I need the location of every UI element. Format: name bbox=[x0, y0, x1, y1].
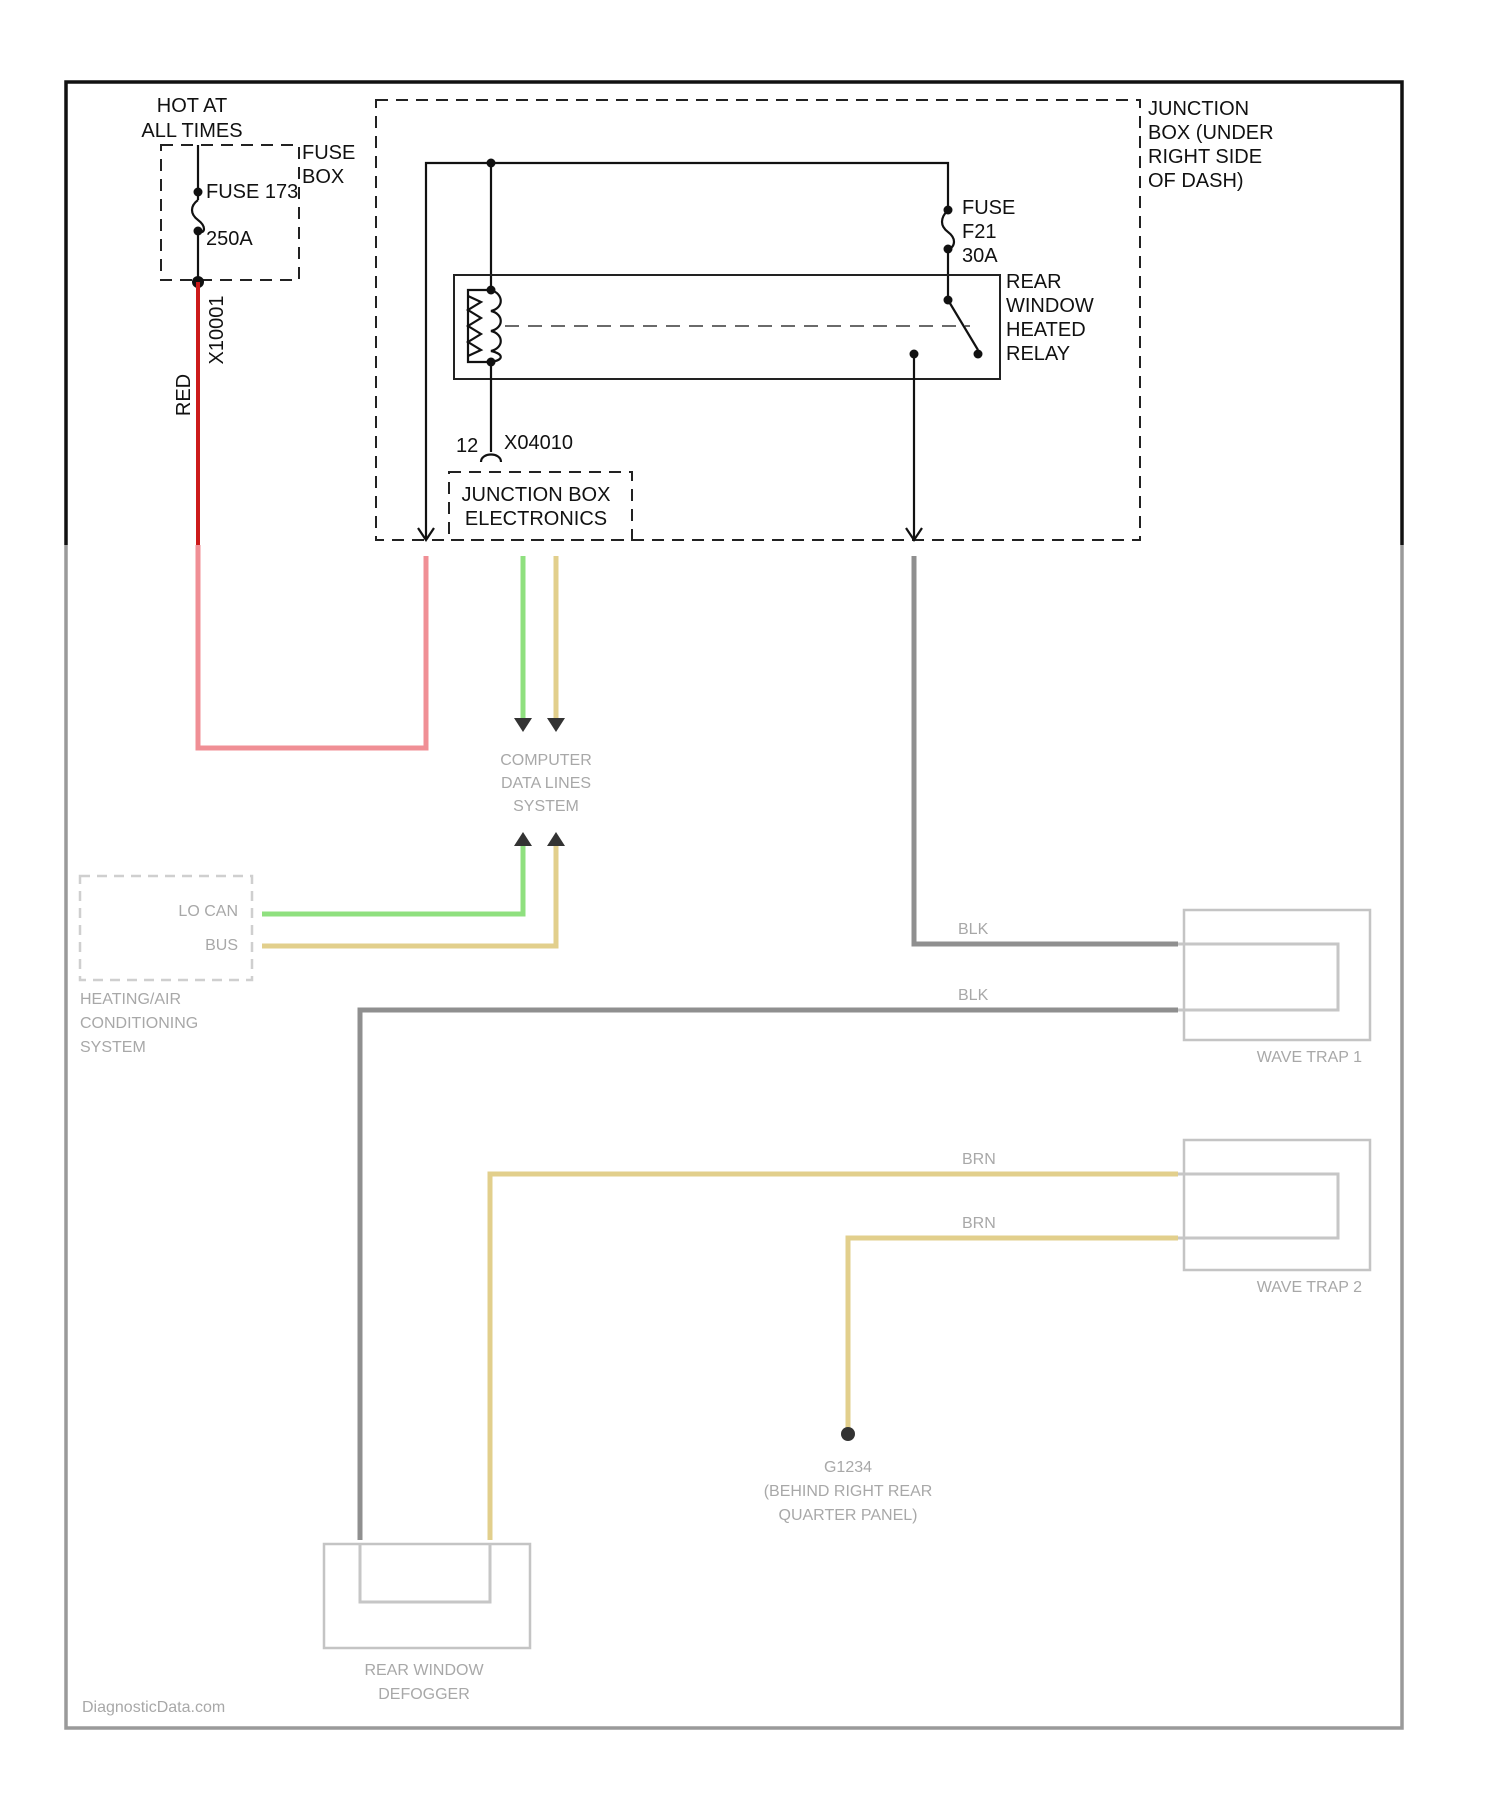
relay-coil-icon bbox=[491, 290, 501, 362]
fuse-box: HOT AT ALL TIMES FUSE BOX FUSE 173 250A … bbox=[141, 95, 355, 545]
faint-circuit: COMPUTER DATA LINES SYSTEM LO CAN BUS HE… bbox=[80, 545, 1370, 1716]
fuse-box-outline bbox=[161, 145, 299, 280]
fuse-f21-label-line2: F21 bbox=[962, 221, 996, 243]
fuse-f21-icon bbox=[942, 210, 954, 250]
wire-color-brn-1: BRN bbox=[962, 1151, 996, 1168]
computer-data-lines-line3: SYSTEM bbox=[513, 798, 579, 815]
switch-contact-point bbox=[974, 350, 983, 359]
arrow-down-icon bbox=[514, 718, 532, 732]
connector-x10001-label: X10001 bbox=[206, 296, 228, 365]
relay-label-line1: REAR bbox=[1006, 271, 1062, 293]
rear-window-defogger-outline bbox=[324, 1544, 530, 1648]
junction-box-label-line1: JUNCTION bbox=[1148, 98, 1249, 120]
junction-box: JUNCTION BOX (UNDER RIGHT SIDE OF DASH) … bbox=[376, 98, 1274, 540]
wave-trap-1-label: WAVE TRAP 1 bbox=[1257, 1049, 1362, 1066]
defogger-grid bbox=[360, 1544, 490, 1602]
hvac-label-line3: SYSTEM bbox=[80, 1039, 146, 1056]
hvac-module-outline bbox=[80, 876, 252, 980]
wave-trap-2-coil bbox=[1178, 1174, 1338, 1238]
diagram-frame-bottom bbox=[66, 545, 1402, 1728]
relay-outline bbox=[454, 275, 1000, 379]
defogger-label-line1: REAR WINDOW bbox=[364, 1662, 484, 1679]
can-bus-label: BUS bbox=[205, 937, 238, 954]
grey-wire-defogger bbox=[360, 1010, 1178, 1540]
wire-color-brn-2: BRN bbox=[962, 1215, 996, 1232]
hot-at-label-line2: ALL TIMES bbox=[141, 120, 242, 142]
wave-trap-1-outline bbox=[1184, 910, 1370, 1040]
green-wire-lower bbox=[262, 846, 523, 914]
wave-trap-2-label: WAVE TRAP 2 bbox=[1257, 1279, 1362, 1296]
relay-switch-contact bbox=[948, 300, 978, 350]
arrow-up-icon bbox=[547, 832, 565, 846]
wire-color-blk-2: BLK bbox=[958, 987, 989, 1004]
connector-x04010-pin: 12 bbox=[456, 435, 478, 457]
fuse-f21-label-line3: 30A bbox=[962, 245, 998, 267]
fuse-173-name: FUSE 173 bbox=[206, 181, 298, 203]
junction-box-label-line3: RIGHT SIDE bbox=[1148, 146, 1262, 168]
arrow-down-icon bbox=[547, 718, 565, 732]
junction-box-label-line4: OF DASH) bbox=[1148, 170, 1244, 192]
junction-box-electronics-line1: JUNCTION BOX bbox=[462, 484, 611, 506]
defogger-label-line2: DEFOGGER bbox=[378, 1686, 470, 1703]
relay-label-line2: WINDOW bbox=[1006, 295, 1094, 317]
fuse-173-terminal-top bbox=[194, 188, 203, 197]
wave-trap-2-outline bbox=[1184, 1140, 1370, 1270]
wire-color-blk-1: BLK bbox=[958, 921, 989, 938]
fuse-box-label-line1: FUSE bbox=[302, 142, 355, 164]
hvac-label-line1: HEATING/AIR bbox=[80, 991, 181, 1008]
coil-resistor-icon bbox=[468, 296, 481, 356]
tan-wire-lower bbox=[262, 846, 556, 946]
fuse-f21-label-line1: FUSE bbox=[962, 197, 1015, 219]
hvac-label-line2: CONDITIONING bbox=[80, 1015, 198, 1032]
can-lo-label: LO CAN bbox=[178, 903, 238, 920]
connector-x04010-label: X04010 bbox=[504, 432, 573, 454]
grey-wire-relay-output bbox=[914, 556, 1178, 944]
arrow-up-icon bbox=[514, 832, 532, 846]
fuse-box-label-line2: BOX bbox=[302, 166, 344, 188]
ground-label-line1: G1234 bbox=[824, 1459, 872, 1476]
red-wire-color-label: RED bbox=[173, 374, 195, 416]
watermark: DiagnosticData.com bbox=[82, 1699, 225, 1716]
junction-box-electronics-line2: ELECTRONICS bbox=[465, 508, 607, 530]
ground-label-line2: (BEHIND RIGHT REAR bbox=[764, 1483, 933, 1500]
junction-box-label-line2: BOX (UNDER bbox=[1148, 122, 1274, 144]
ground-label-line3: QUARTER PANEL) bbox=[779, 1507, 918, 1524]
wave-trap-1-coil bbox=[1178, 944, 1338, 1010]
fuse-173-rating: 250A bbox=[206, 228, 253, 250]
computer-data-lines-line1: COMPUTER bbox=[500, 752, 592, 769]
pink-wire bbox=[198, 545, 426, 748]
connector-x04010-icon bbox=[481, 455, 501, 463]
relay-label-line4: RELAY bbox=[1006, 343, 1070, 365]
hot-at-label-line1: HOT AT bbox=[157, 95, 227, 117]
ground-point-icon bbox=[841, 1427, 855, 1441]
computer-data-lines-line2: DATA LINES bbox=[501, 775, 591, 792]
relay-label-line3: HEATED bbox=[1006, 319, 1086, 341]
tan-wire-ground bbox=[848, 1238, 1178, 1428]
